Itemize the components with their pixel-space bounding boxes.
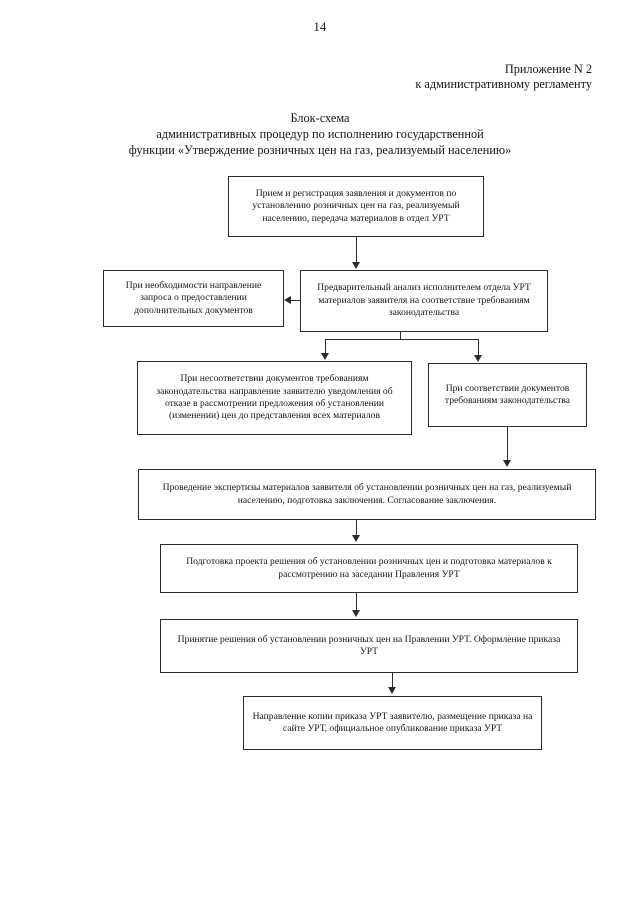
arrowhead-draft-to-board (352, 610, 360, 617)
flow-node-compliance-label: При соответствии документов требованиям … (444, 382, 571, 406)
page-title: Блок-схема административных процедур по … (0, 110, 640, 158)
flow-node-compliance: При соответствии документов требованиям … (428, 363, 587, 427)
flow-node-non-compliance-notice-label: При несоответствии документов требования… (156, 373, 393, 422)
connector-compliance-to-expertise (507, 427, 508, 461)
connector-analysis-to-compliance (478, 339, 479, 356)
appendix-block: Приложение N 2 к административному регла… (415, 62, 592, 92)
connector-analysis-to-additional-docs (291, 300, 301, 301)
arrowhead-compliance-to-expertise (503, 460, 511, 467)
connector-draft-to-board (356, 593, 357, 611)
arrowhead-analysis-to-additional-docs (284, 296, 291, 304)
title-line-1: Блок-схема (290, 111, 350, 125)
appendix-line-1: Приложение N 2 (504, 62, 592, 76)
connector-intake-to-analysis (356, 237, 357, 263)
arrowhead-expertise-to-draft (352, 535, 360, 542)
appendix-line-2: к административному регламенту (415, 77, 592, 91)
flow-node-additional-docs-request-label: При необходимости направление запроса о … (125, 279, 262, 316)
flow-node-intake: Прием и регистрация заявления и документ… (228, 176, 484, 237)
title-line-3: функции «Утверждение розничных цен на га… (128, 143, 512, 157)
flow-node-intake-label: Прием и регистрация заявления и документ… (252, 187, 460, 224)
connector-expertise-to-draft (356, 520, 357, 536)
title-line-2: административных процедур по исполнению … (156, 127, 484, 141)
flow-node-board-decision: Принятие решения об установлении розничн… (160, 619, 578, 673)
flow-node-board-decision-label: Принятие решения об установлении розничн… (177, 633, 561, 657)
flow-node-preliminary-analysis-label: Предварительный анализ исполнителем отде… (317, 282, 531, 319)
arrowhead-analysis-to-noncompliance (321, 353, 329, 360)
flow-node-expertise-label: Проведение экспертизы материалов заявите… (162, 482, 572, 506)
connector-analysis-stem (400, 332, 401, 340)
flow-node-draft-decision: Подготовка проекта решения об установлен… (160, 544, 578, 593)
flow-node-publication-label: Направление копии приказа УРТ заявителю,… (252, 710, 533, 734)
flow-node-non-compliance-notice: При несоответствии документов требования… (137, 361, 412, 435)
connector-analysis-branch-bus (325, 339, 479, 340)
arrowhead-board-to-publication (388, 687, 396, 694)
flow-node-expertise: Проведение экспертизы материалов заявите… (138, 469, 596, 520)
flow-node-additional-docs-request: При необходимости направление запроса о … (103, 270, 284, 327)
flow-node-publication: Направление копии приказа УРТ заявителю,… (243, 696, 542, 750)
flow-node-preliminary-analysis: Предварительный анализ исполнителем отде… (300, 270, 548, 332)
arrowhead-analysis-to-compliance (474, 355, 482, 362)
page-number: 14 (313, 20, 327, 34)
arrowhead-intake-to-analysis (352, 262, 360, 269)
connector-analysis-to-noncompliance (325, 339, 326, 354)
connector-board-to-publication (392, 673, 393, 688)
flow-node-draft-decision-label: Подготовка проекта решения об установлен… (186, 556, 552, 580)
